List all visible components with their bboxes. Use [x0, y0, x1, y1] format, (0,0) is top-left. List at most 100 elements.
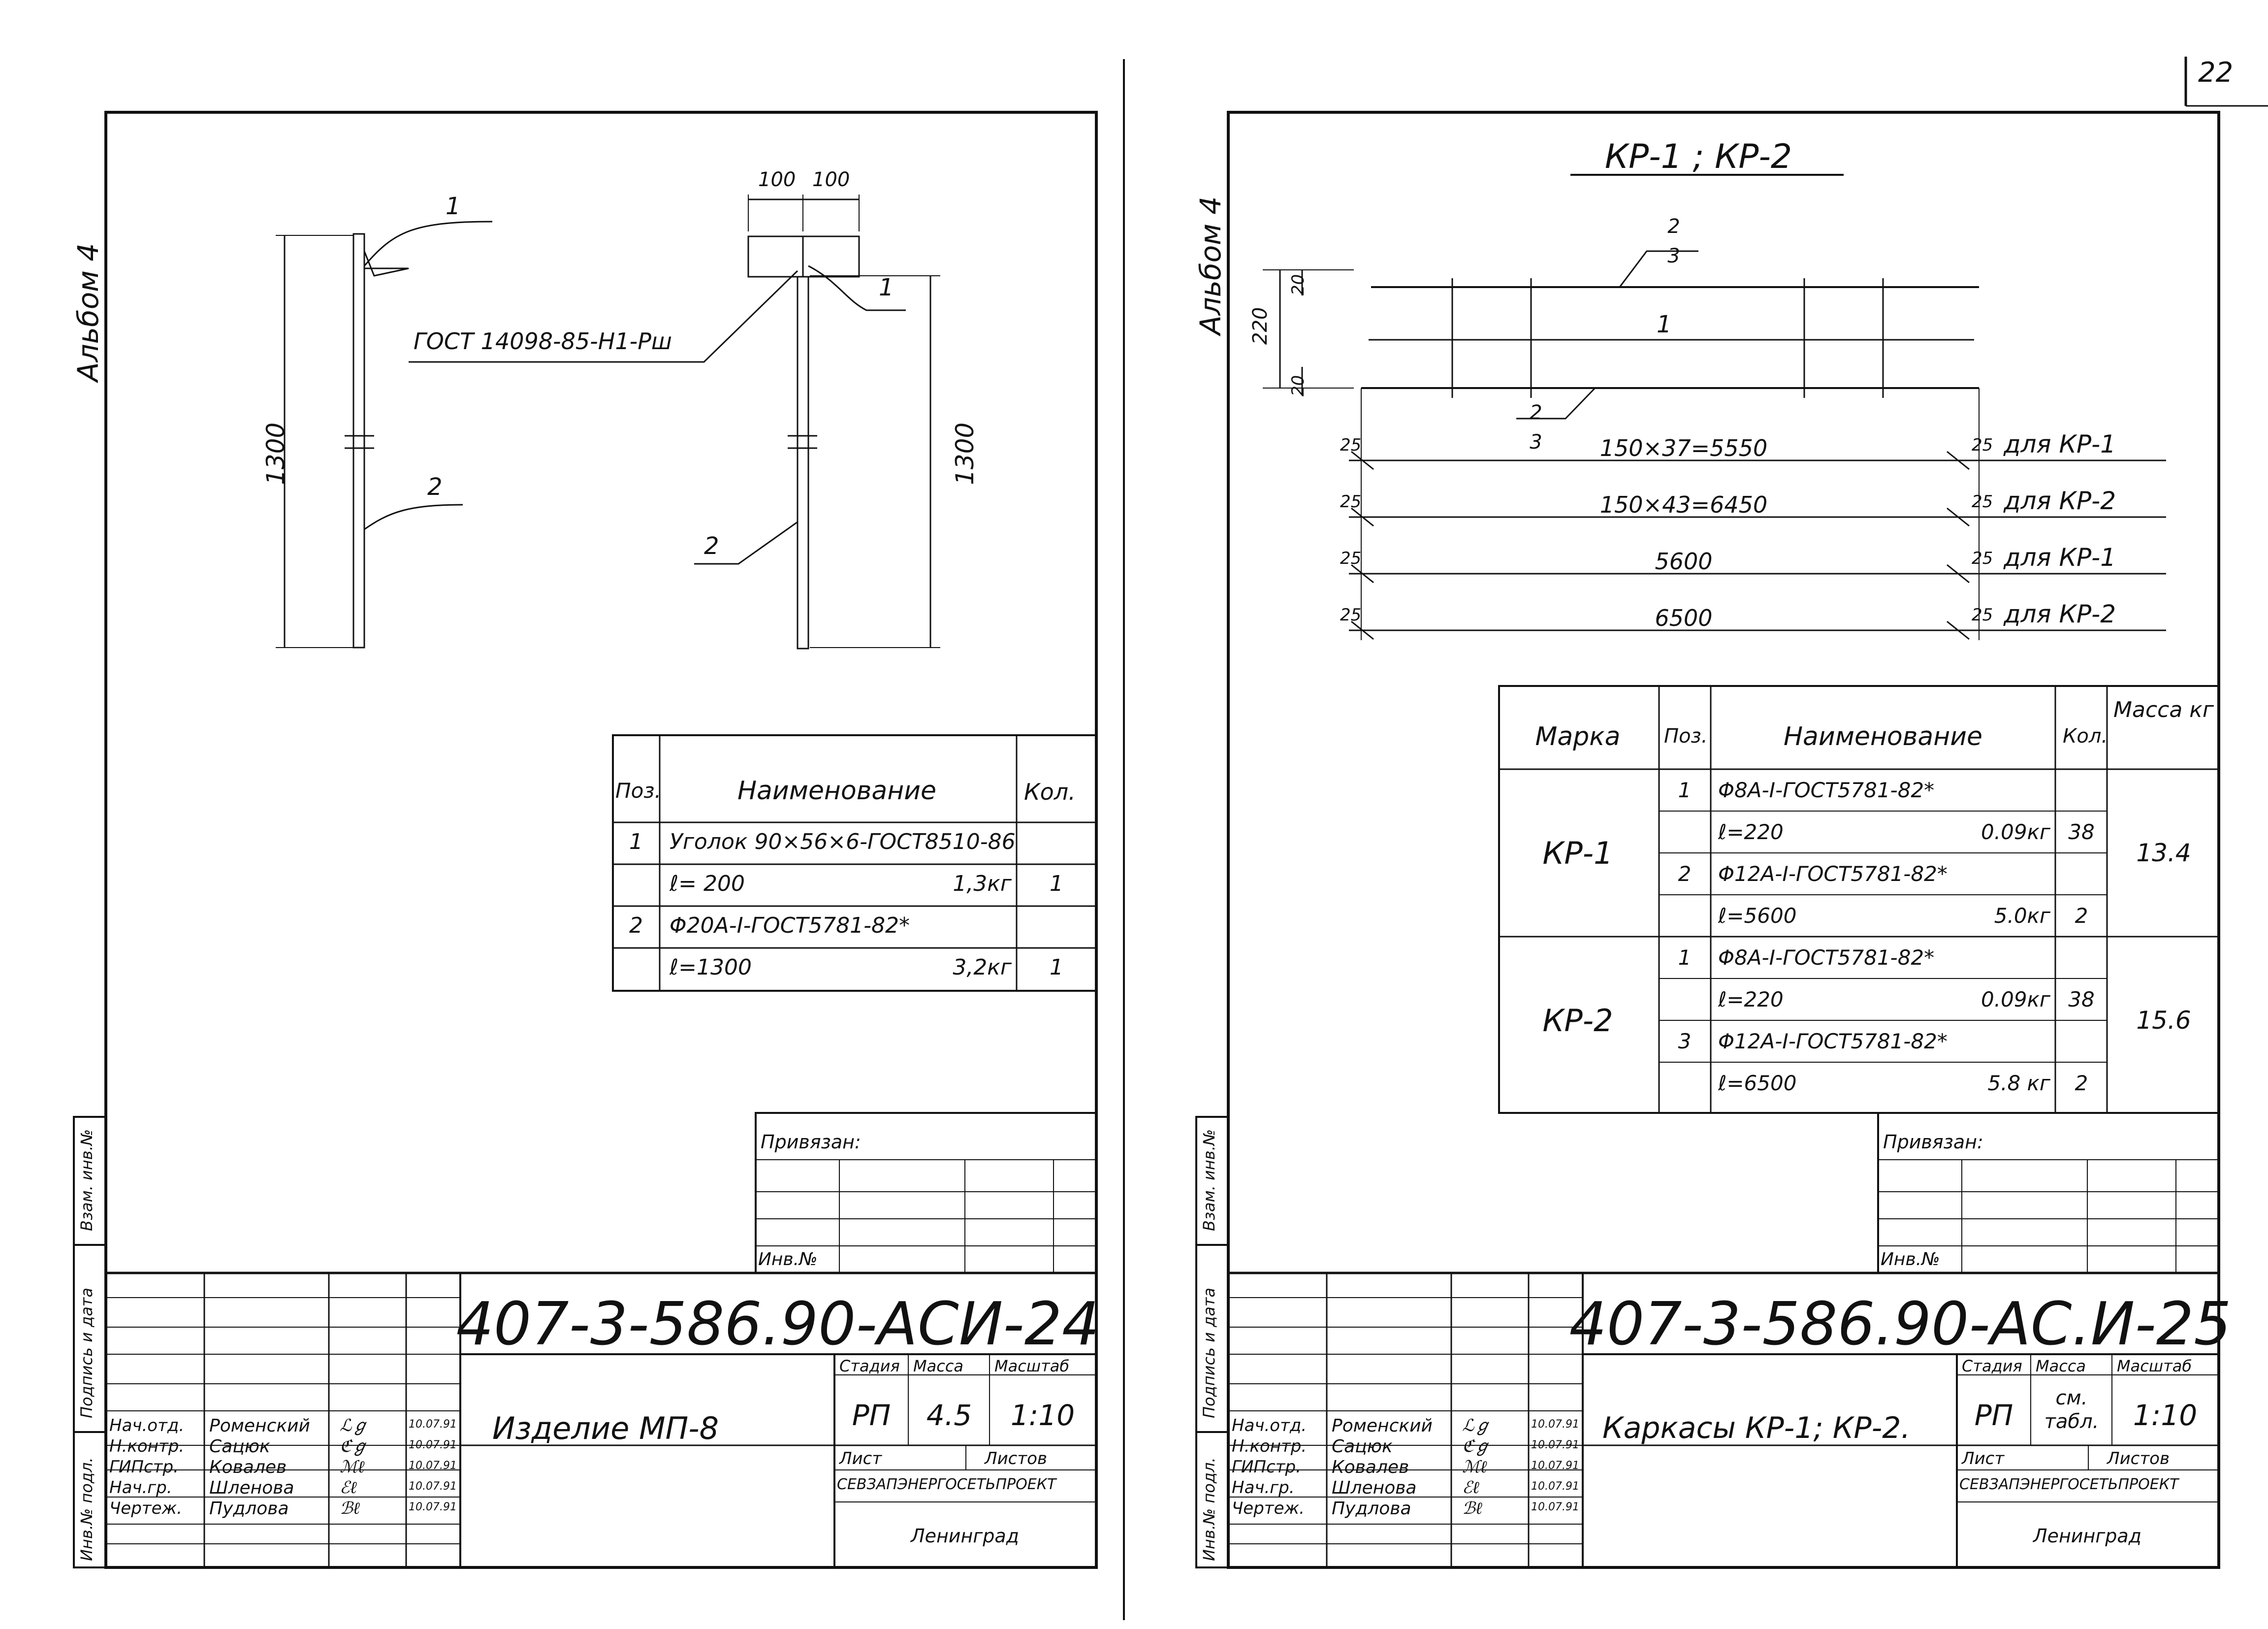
left-spec-mass: 1,3кг	[953, 871, 1012, 896]
right-person-signature: ℭℊ	[1462, 1436, 1491, 1456]
right-side-label-replace-inv: Взам. инв.№	[1200, 1129, 1218, 1231]
right-tb-stage-label: Стадия	[1962, 1357, 2022, 1375]
right-side-label-signature-date: Подпись и дата	[1200, 1287, 1218, 1418]
right-callout-bot-num: 2	[1530, 401, 1542, 424]
left-leader-1b	[808, 265, 906, 311]
right-person-role: Чертеж.	[1232, 1499, 1305, 1518]
right-leader-bottom	[1516, 387, 1596, 420]
right-callout-1: 1	[1657, 311, 1672, 338]
left-spec-header-pos: Поз.	[615, 779, 661, 803]
left-title-name: Изделие МП-8	[492, 1410, 719, 1446]
left-person-date: 10.07.91	[409, 1418, 457, 1431]
left-side-label-signature-date: Подпись и дата	[77, 1287, 96, 1418]
left-side-label-original-inv: Инв.№ подл.	[77, 1457, 96, 1561]
right-dim-row-main: 5600	[1655, 548, 1713, 575]
right-dim-tick	[1351, 620, 1374, 640]
left-person-date: 10.07.91	[409, 1501, 457, 1513]
left-tb-mass: 4.5	[926, 1399, 972, 1432]
right-title-block	[1227, 1271, 2220, 1569]
left-leader-2b	[694, 521, 798, 565]
left-dim-100b: 100	[812, 168, 850, 191]
left-spec-table	[612, 734, 1097, 992]
left-tb-scale-label: Масштаб	[994, 1357, 1070, 1375]
right-tb-stage: РП	[1974, 1399, 2013, 1432]
right-person-date: 10.07.91	[1531, 1480, 1579, 1493]
right-callout-top-den: 3	[1667, 245, 1680, 267]
left-person-name: Сацюк	[209, 1436, 270, 1457]
right-binding-label: Привязан:	[1883, 1131, 1983, 1153]
left-spec-name: Φ20A-I-ГОСТ5781-82*	[670, 913, 910, 938]
right-spec-table	[1498, 685, 2220, 1114]
left-spec-name: Уголок 90×56×6-ГОСТ8510-86	[670, 829, 1016, 854]
right-dim-row-right: 25	[1972, 435, 1993, 455]
left-side-label-replace-inv: Взам. инв.№	[77, 1129, 96, 1231]
left-person-date: 10.07.91	[409, 1480, 457, 1493]
left-person-signature: ℭℊ	[340, 1436, 368, 1456]
right-spec-qty: 38	[2068, 820, 2095, 844]
right-spec-qty: 2	[2075, 1071, 2088, 1095]
right-person-name: Ковалев	[1332, 1457, 1409, 1477]
right-person-signature: ℰℓ	[1462, 1478, 1479, 1498]
right-binding-inv: Инв.№	[1881, 1249, 1940, 1270]
right-dim-tick	[1351, 451, 1374, 470]
right-spec-mark: КР-2	[1542, 1003, 1613, 1039]
left-angle-profile	[363, 251, 409, 277]
right-dim-row-for: для КР-2	[2004, 600, 2116, 628]
left-tb-mass-label: Масса	[913, 1357, 964, 1375]
left-person-name: Роменский	[209, 1416, 310, 1436]
left-spec-header-name: Наименование	[737, 776, 937, 806]
right-dim-20b-label: 20	[1288, 375, 1308, 396]
right-tb-mass-label: Масса	[2036, 1357, 2086, 1375]
left-album-label: Альбом 4	[71, 243, 105, 382]
left-tb-stage: РП	[852, 1399, 891, 1432]
right-tb-scale: 1:10	[2133, 1399, 2198, 1432]
right-person-role: Нач.отд.	[1232, 1416, 1307, 1435]
right-spec-pos: 2	[1678, 862, 1692, 886]
left-person-name: Шленова	[209, 1478, 294, 1498]
right-spec-name: ℓ=5600	[1718, 904, 1797, 928]
left-binding-inv: Инв.№	[758, 1249, 818, 1270]
left-title-block	[104, 1271, 1098, 1569]
right-spec-name: ℓ=6500	[1718, 1071, 1797, 1095]
left-callout-1: 1	[446, 193, 461, 220]
right-dim-row-main: 6500	[1655, 605, 1713, 631]
left-tb-city: Ленинград	[911, 1525, 1019, 1547]
right-tb-sheet-label: Лист	[1962, 1449, 2005, 1468]
right-dim-row-main: 150×43=6450	[1599, 491, 1768, 518]
right-dim-tick	[1351, 507, 1374, 527]
left-dim-1300b-label: 1300	[951, 422, 979, 485]
right-person-signature: ℒℊ	[1462, 1416, 1491, 1435]
right-dim-row-main: 150×37=5550	[1599, 435, 1768, 461]
right-spec-name: Φ8A-I-ГОСТ5781-82*	[1718, 778, 1935, 802]
right-person-name: Пудлова	[1332, 1499, 1411, 1519]
right-spec-total: 15.6	[2136, 1006, 2191, 1035]
left-person-signature: ℬℓ	[340, 1499, 360, 1518]
right-dim-row-for: для КР-1	[2004, 430, 2116, 458]
right-side-label-original-inv: Инв.№ подл.	[1200, 1457, 1218, 1561]
left-person-date: 10.07.91	[409, 1439, 457, 1451]
left-person-role: Нач.гр.	[109, 1478, 172, 1498]
left-spec-pos: 2	[629, 913, 643, 938]
right-spec-header-name: Наименование	[1783, 722, 1983, 751]
right-spec-total: 13.4	[2136, 839, 2191, 867]
right-dim-220-label: 220	[1249, 307, 1272, 345]
right-title-code: 407-3-586.90-АС.И-25	[1569, 1290, 2232, 1359]
right-dim-tick	[1947, 507, 1970, 527]
left-tb-sheets-label: Листов	[985, 1449, 1048, 1468]
right-dim-row-left: 25	[1340, 492, 1362, 512]
right-spec-name: ℓ=220	[1718, 987, 1784, 1011]
left-spec-name: ℓ= 200	[670, 871, 745, 896]
right-tb-sheets-label: Листов	[2107, 1449, 2170, 1468]
right-dim-row-right: 25	[1972, 605, 1993, 625]
right-dim-row-for: для КР-1	[2004, 543, 2116, 572]
right-spec-name: Φ8A-I-ГОСТ5781-82*	[1718, 945, 1935, 970]
right-spec-header-pos: Поз.	[1664, 725, 1708, 748]
left-leader-1	[363, 221, 493, 266]
right-dim-row-right: 25	[1972, 492, 1993, 512]
right-spec-name: ℓ=220	[1718, 820, 1784, 844]
right-spec-header-mark: Марка	[1535, 722, 1621, 751]
right-dim-tick	[1351, 564, 1374, 584]
right-title-name: Каркасы КР-1; КР-2.	[1602, 1411, 1911, 1445]
